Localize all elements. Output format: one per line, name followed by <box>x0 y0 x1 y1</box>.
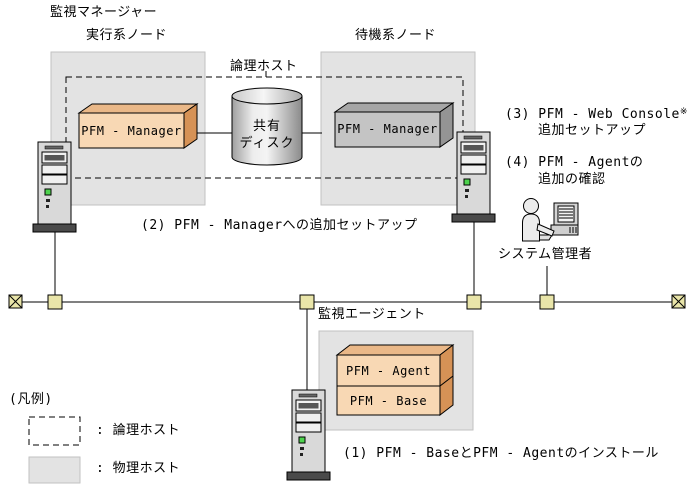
pfm-manager-active-box: PFM - Manager <box>77 103 199 149</box>
shared-disk-cylinder: 共有 ディスク <box>231 87 303 166</box>
network-connector-standby <box>466 294 482 310</box>
system-admin-icon <box>522 198 579 242</box>
pfm-manager-standby-label: PFM - Manager <box>337 122 437 136</box>
diagram-title: 監視マネージャー <box>50 5 158 20</box>
legend-physical-host-label: : 物理ホスト <box>96 461 181 476</box>
step-3-label-line1: (3) PFM - Web Console※ <box>505 105 687 122</box>
legend-title: (凡例) <box>9 392 53 407</box>
pfm-agent-base-box: PFM - Agent PFM - Base <box>335 343 455 417</box>
legend-physical-host-swatch <box>28 456 81 484</box>
monitoring-agent-label: 監視エージェント <box>318 307 426 322</box>
step-2-label: (2) PFM - Managerへの追加セットアップ <box>141 218 418 233</box>
step-4-label-line1: (4) PFM - Agentの <box>505 155 644 170</box>
server-tower-active-icon <box>32 141 77 233</box>
network-connector-agent <box>299 294 315 310</box>
shared-disk-label-line2: ディスク <box>239 135 294 151</box>
server-tower-standby-icon <box>451 131 496 223</box>
standby-node-label: 待機系ノード <box>355 28 437 43</box>
active-node-label: 実行系ノード <box>86 28 168 43</box>
step-3-text: (3) PFM - Web Console <box>505 107 680 122</box>
pfm-manager-standby-box: PFM - Manager <box>333 102 455 148</box>
legend-logical-host-label: : 論理ホスト <box>96 423 181 438</box>
network-terminator-left-icon <box>8 294 23 309</box>
server-tower-agent-icon <box>286 389 331 481</box>
logical-host-label: 論理ホスト <box>230 59 298 74</box>
shared-disk-label-line1: 共有 <box>253 119 281 134</box>
system-admin-label: システム管理者 <box>498 247 593 262</box>
pfm-base-label: PFM - Base <box>350 394 427 408</box>
step-4-label-line2: 追加の確認 <box>538 172 606 187</box>
step-1-label: (1) PFM - BaseとPFM - Agentのインストール <box>343 446 659 461</box>
network-connector-admin <box>539 294 555 310</box>
network-terminator-right-icon <box>671 294 686 309</box>
step-3-label-line2: 追加セットアップ <box>538 123 647 138</box>
pfm-agent-label: PFM - Agent <box>346 364 431 378</box>
logical-host-dashed-box <box>65 76 464 179</box>
legend-logical-host-swatch <box>28 416 81 446</box>
network-connector-active <box>47 294 63 310</box>
step-3-footnote-mark: ※ <box>679 107 688 117</box>
pfm-agent-box <box>336 354 441 387</box>
pfm-manager-active-label: PFM - Manager <box>81 124 181 138</box>
pfm-base-box <box>336 385 441 416</box>
